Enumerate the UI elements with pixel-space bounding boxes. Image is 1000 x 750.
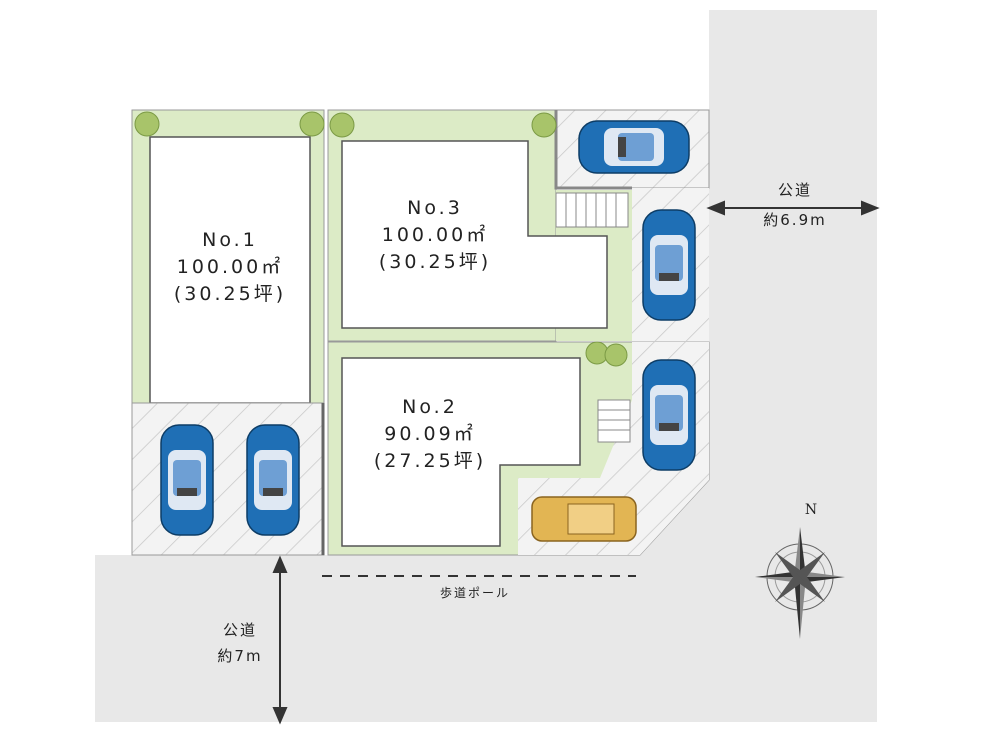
lot-3-name: No.3: [407, 197, 463, 219]
south-road-width: 約7m: [217, 647, 263, 665]
compass-north-label: N: [804, 502, 820, 518]
lot-3-stairs: [555, 192, 629, 228]
lot-2-area-m2: 90.09㎡: [384, 423, 476, 445]
south-road-label: 公道 約7m: [205, 617, 275, 669]
lot-2-house: [341, 357, 581, 547]
lot-3-area-tsubo: (30.25坪): [378, 251, 492, 273]
lot-3-area-m2: 100.00㎡: [381, 224, 489, 246]
east-road-label: 公道 約6.9m: [740, 177, 850, 233]
lot-1-house: [149, 136, 311, 404]
south-road-name: 公道: [222, 621, 257, 639]
lot-2-label: No.2 90.09㎡ (27.25坪): [335, 394, 525, 475]
lot-2-area-tsubo: (27.25坪): [373, 450, 487, 472]
yellow-car: [531, 496, 637, 542]
car: [578, 120, 690, 174]
east-road-width: 約6.9m: [763, 211, 827, 229]
car: [642, 359, 696, 471]
lot-2-stairs: [597, 399, 631, 443]
lot-1-area-m2: 100.00㎡: [176, 256, 284, 278]
car: [160, 424, 214, 536]
lot-2-name: No.2: [402, 396, 458, 418]
lot-3-house: [341, 140, 608, 329]
lot-1-area-tsubo: (30.25坪): [173, 283, 287, 305]
east-road-name: 公道: [777, 181, 812, 199]
tree-icons: [134, 111, 628, 367]
compass-icon: [755, 527, 845, 639]
lot-1-label: No.1 100.00㎡ (30.25坪): [150, 227, 310, 308]
sidewalk-pole-label: 歩道ポール: [439, 586, 510, 600]
east-road-dimension-arrow: [706, 200, 880, 216]
south-road-dimension-arrow: [272, 555, 288, 725]
car: [642, 209, 696, 321]
lot-1-name: No.1: [202, 229, 258, 251]
public-road: [95, 10, 877, 722]
lot-3-label: No.3 100.00㎡ (30.25坪): [340, 195, 530, 276]
car: [246, 424, 300, 536]
